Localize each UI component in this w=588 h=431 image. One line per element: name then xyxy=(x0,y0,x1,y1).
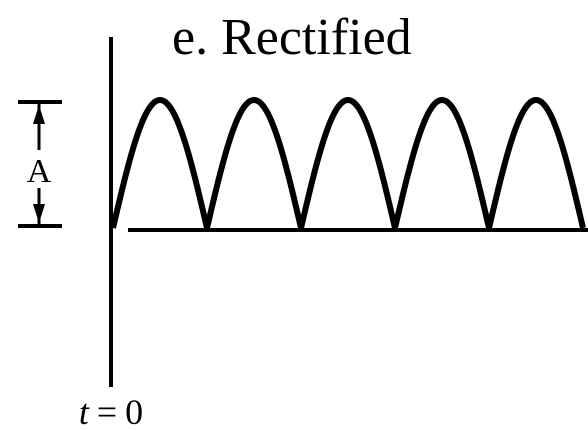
time-equals-sign: = xyxy=(97,392,117,431)
amplitude-down-arrowhead xyxy=(33,204,45,223)
time-variable: t xyxy=(79,392,90,431)
diagram-title: e. Rectified xyxy=(172,9,412,66)
amplitude-up-arrowhead xyxy=(33,105,45,124)
amplitude-indicator: A xyxy=(18,100,62,228)
time-origin-value: 0 xyxy=(125,392,143,431)
time-origin-label: t = 0 xyxy=(79,392,143,431)
rectified-wave-curve xyxy=(110,97,586,231)
amplitude-label: A xyxy=(27,153,52,190)
